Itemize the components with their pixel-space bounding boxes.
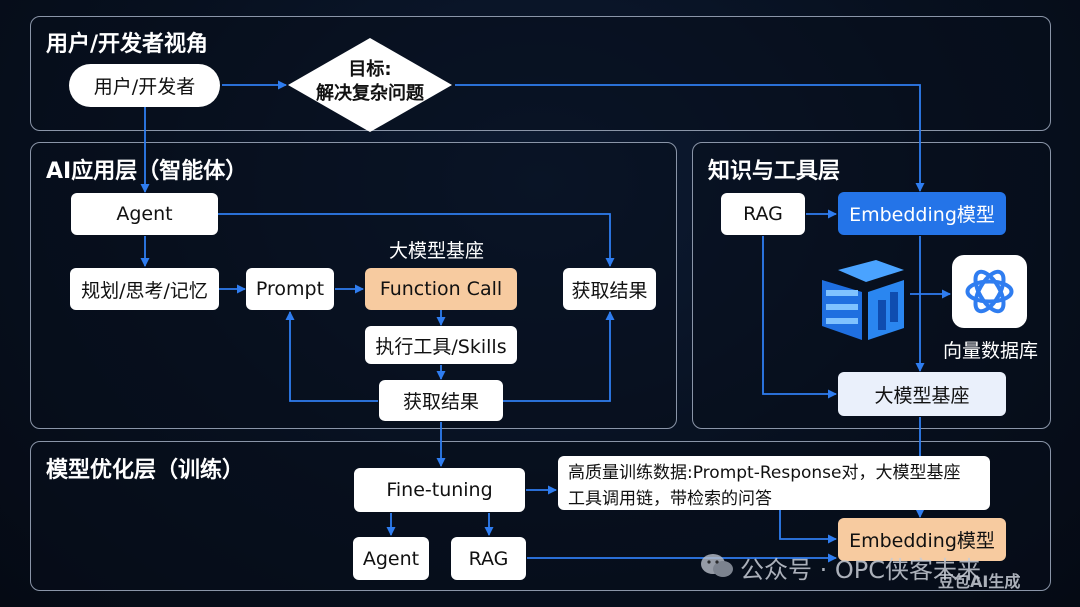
app-panel-title: AI应用层（智能体）: [46, 159, 248, 184]
watermark-text: 公众号 · OPC侠客未来: [740, 556, 982, 584]
get-result-right-node: 获取结果: [563, 268, 656, 310]
diamond-shape: [288, 38, 452, 132]
note-line-2: 工具调用链，带检索的问答: [568, 489, 772, 509]
base-model-node: 大模型基座: [838, 372, 1006, 416]
note-line-1: 高质量训练数据:Prompt-Response对，大模型基座: [568, 463, 961, 483]
training-data-note: 高质量训练数据:Prompt-Response对，大模型基座 工具调用链，带检索…: [558, 456, 990, 510]
optimize-agent-node: Agent: [353, 537, 429, 580]
agent-node: Agent: [71, 193, 218, 235]
exec-tools-node: 执行工具/Skills: [365, 326, 517, 364]
get-result-bottom-node: 获取结果: [379, 380, 503, 421]
base-model-label: 大模型基座: [389, 240, 485, 262]
wechat-icon: [701, 554, 733, 577]
vector-db-logo-tile: [952, 255, 1027, 328]
vector-db-label: 向量数据库: [943, 340, 1039, 362]
database-cube-icon: [822, 260, 904, 340]
rag-node: RAG: [721, 193, 805, 235]
optimize-panel-title: 模型优化层（训练）: [46, 458, 245, 483]
user-panel-title: 用户/开发者视角: [46, 32, 209, 57]
goal-line-1: 目标:: [348, 59, 392, 80]
user-developer-node: 用户/开发者: [69, 64, 220, 107]
knowledge-panel-title: 知识与工具层: [708, 159, 841, 184]
planning-node: 规划/思考/记忆: [70, 268, 219, 310]
goal-label: 目标: 解决复杂问题: [286, 58, 454, 106]
optimize-embedding-node: Embedding模型: [838, 518, 1006, 561]
optimize-rag-node: RAG: [451, 537, 526, 580]
fine-tuning-node: Fine-tuning: [354, 468, 525, 512]
vector-db-knot-icon: [965, 269, 1014, 314]
goal-line-2: 解决复杂问题: [316, 83, 424, 104]
goal-diamond: 目标: 解决复杂问题: [286, 36, 454, 134]
function-call-node: Function Call: [365, 268, 517, 310]
embedding-model-node: Embedding模型: [838, 192, 1006, 235]
prompt-node: Prompt: [246, 268, 334, 310]
watermark-brand: 豆包AI生成: [938, 572, 1021, 591]
